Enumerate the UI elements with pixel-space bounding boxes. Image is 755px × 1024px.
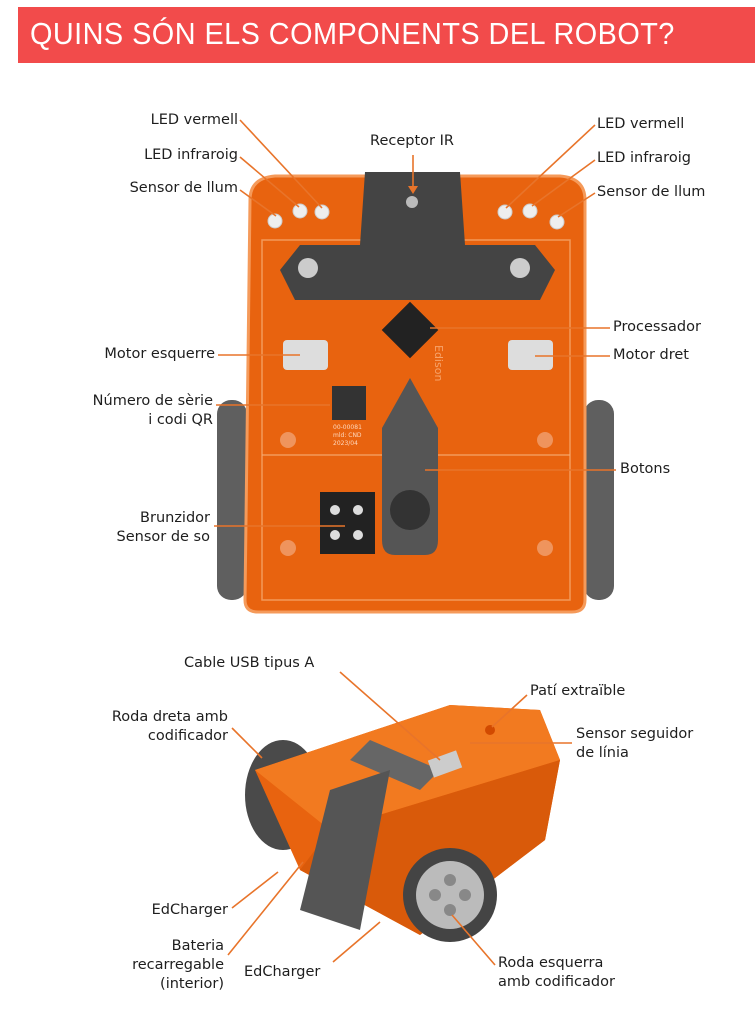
motor-left <box>283 340 328 370</box>
label-edcharger-left: EdCharger <box>151 902 228 918</box>
label-led-red-right: LED vermell <box>597 116 685 132</box>
usb-cable <box>350 740 440 790</box>
label-right-wheel-line1: Roda dreta amb <box>111 709 228 725</box>
label-usb-cable: Cable USB tipus A <box>184 655 315 671</box>
motor-right <box>508 340 553 370</box>
label-serial-line2: i codi QR <box>148 412 213 428</box>
label-led-ir-right: LED infraroig <box>597 150 691 166</box>
board-serial: 00-00081 <box>333 424 362 431</box>
label-right-wheel-line2: codificador <box>147 728 228 744</box>
title-banner: QUINS SÓN ELS COMPONENTS DEL ROBOT? <box>18 7 755 63</box>
label-battery-line3: (interior) <box>160 976 224 992</box>
board-date: 2023/04 <box>333 440 358 447</box>
qr-code <box>332 386 366 420</box>
label-edcharger-bottom: EdCharger <box>244 964 321 980</box>
buzzer <box>320 492 375 554</box>
label-buzzer: Brunzidor <box>140 510 210 526</box>
label-battery-line2: recarregable <box>132 957 224 973</box>
label-buzzer-sound: Brunzidor Sensor de so <box>117 509 210 547</box>
page-title: QUINS SÓN ELS COMPONENTS DEL ROBOT? <box>30 16 675 51</box>
side-view-robot <box>245 705 560 942</box>
left-wheel <box>217 400 247 600</box>
label-ir-receiver: Receptor IR <box>370 133 454 149</box>
label-line-sensor-line2: de línia <box>576 745 629 761</box>
label-sound-sensor: Sensor de so <box>116 529 210 545</box>
label-buttons: Botons <box>620 461 671 477</box>
label-battery: Bateria recarregable (interior) <box>132 937 224 994</box>
label-motor-left: Motor esquerre <box>104 346 215 362</box>
label-serial-line1: Número de sèrie <box>92 393 213 409</box>
label-led-red-left: LED vermell <box>150 112 238 128</box>
label-motor-right: Motor dret <box>613 347 689 363</box>
label-serial-qr: Número de sèrie i codi QR <box>93 392 213 430</box>
label-light-sensor-right: Sensor de llum <box>597 184 706 200</box>
label-left-wheel-line2: amb codificador <box>498 974 615 990</box>
label-right-wheel: Roda dreta amb codificador <box>112 708 228 746</box>
label-left-wheel: Roda esquerra amb codificador <box>498 954 615 992</box>
right-wheel <box>584 400 614 600</box>
label-left-wheel-line1: Roda esquerra <box>498 955 604 971</box>
label-skid: Patí extraïble <box>530 683 626 699</box>
board-markings: 00-00081 mld: CND 2023/04 <box>333 424 362 448</box>
label-line-sensor: Sensor seguidor de línia <box>576 725 693 763</box>
label-battery-line1: Bateria <box>171 938 224 954</box>
label-light-sensor-left: Sensor de llum <box>129 180 238 196</box>
leader-lines <box>214 119 616 966</box>
label-led-ir-left: LED infraroig <box>144 147 238 163</box>
top-view-robot <box>217 172 614 614</box>
ir-receiver-housing <box>280 172 555 300</box>
label-processor: Processador <box>613 319 701 335</box>
board-model: mld: CND <box>333 432 362 439</box>
label-line-sensor-line1: Sensor seguidor <box>576 726 694 742</box>
board-brand: Edison <box>432 345 445 382</box>
band <box>300 770 390 930</box>
